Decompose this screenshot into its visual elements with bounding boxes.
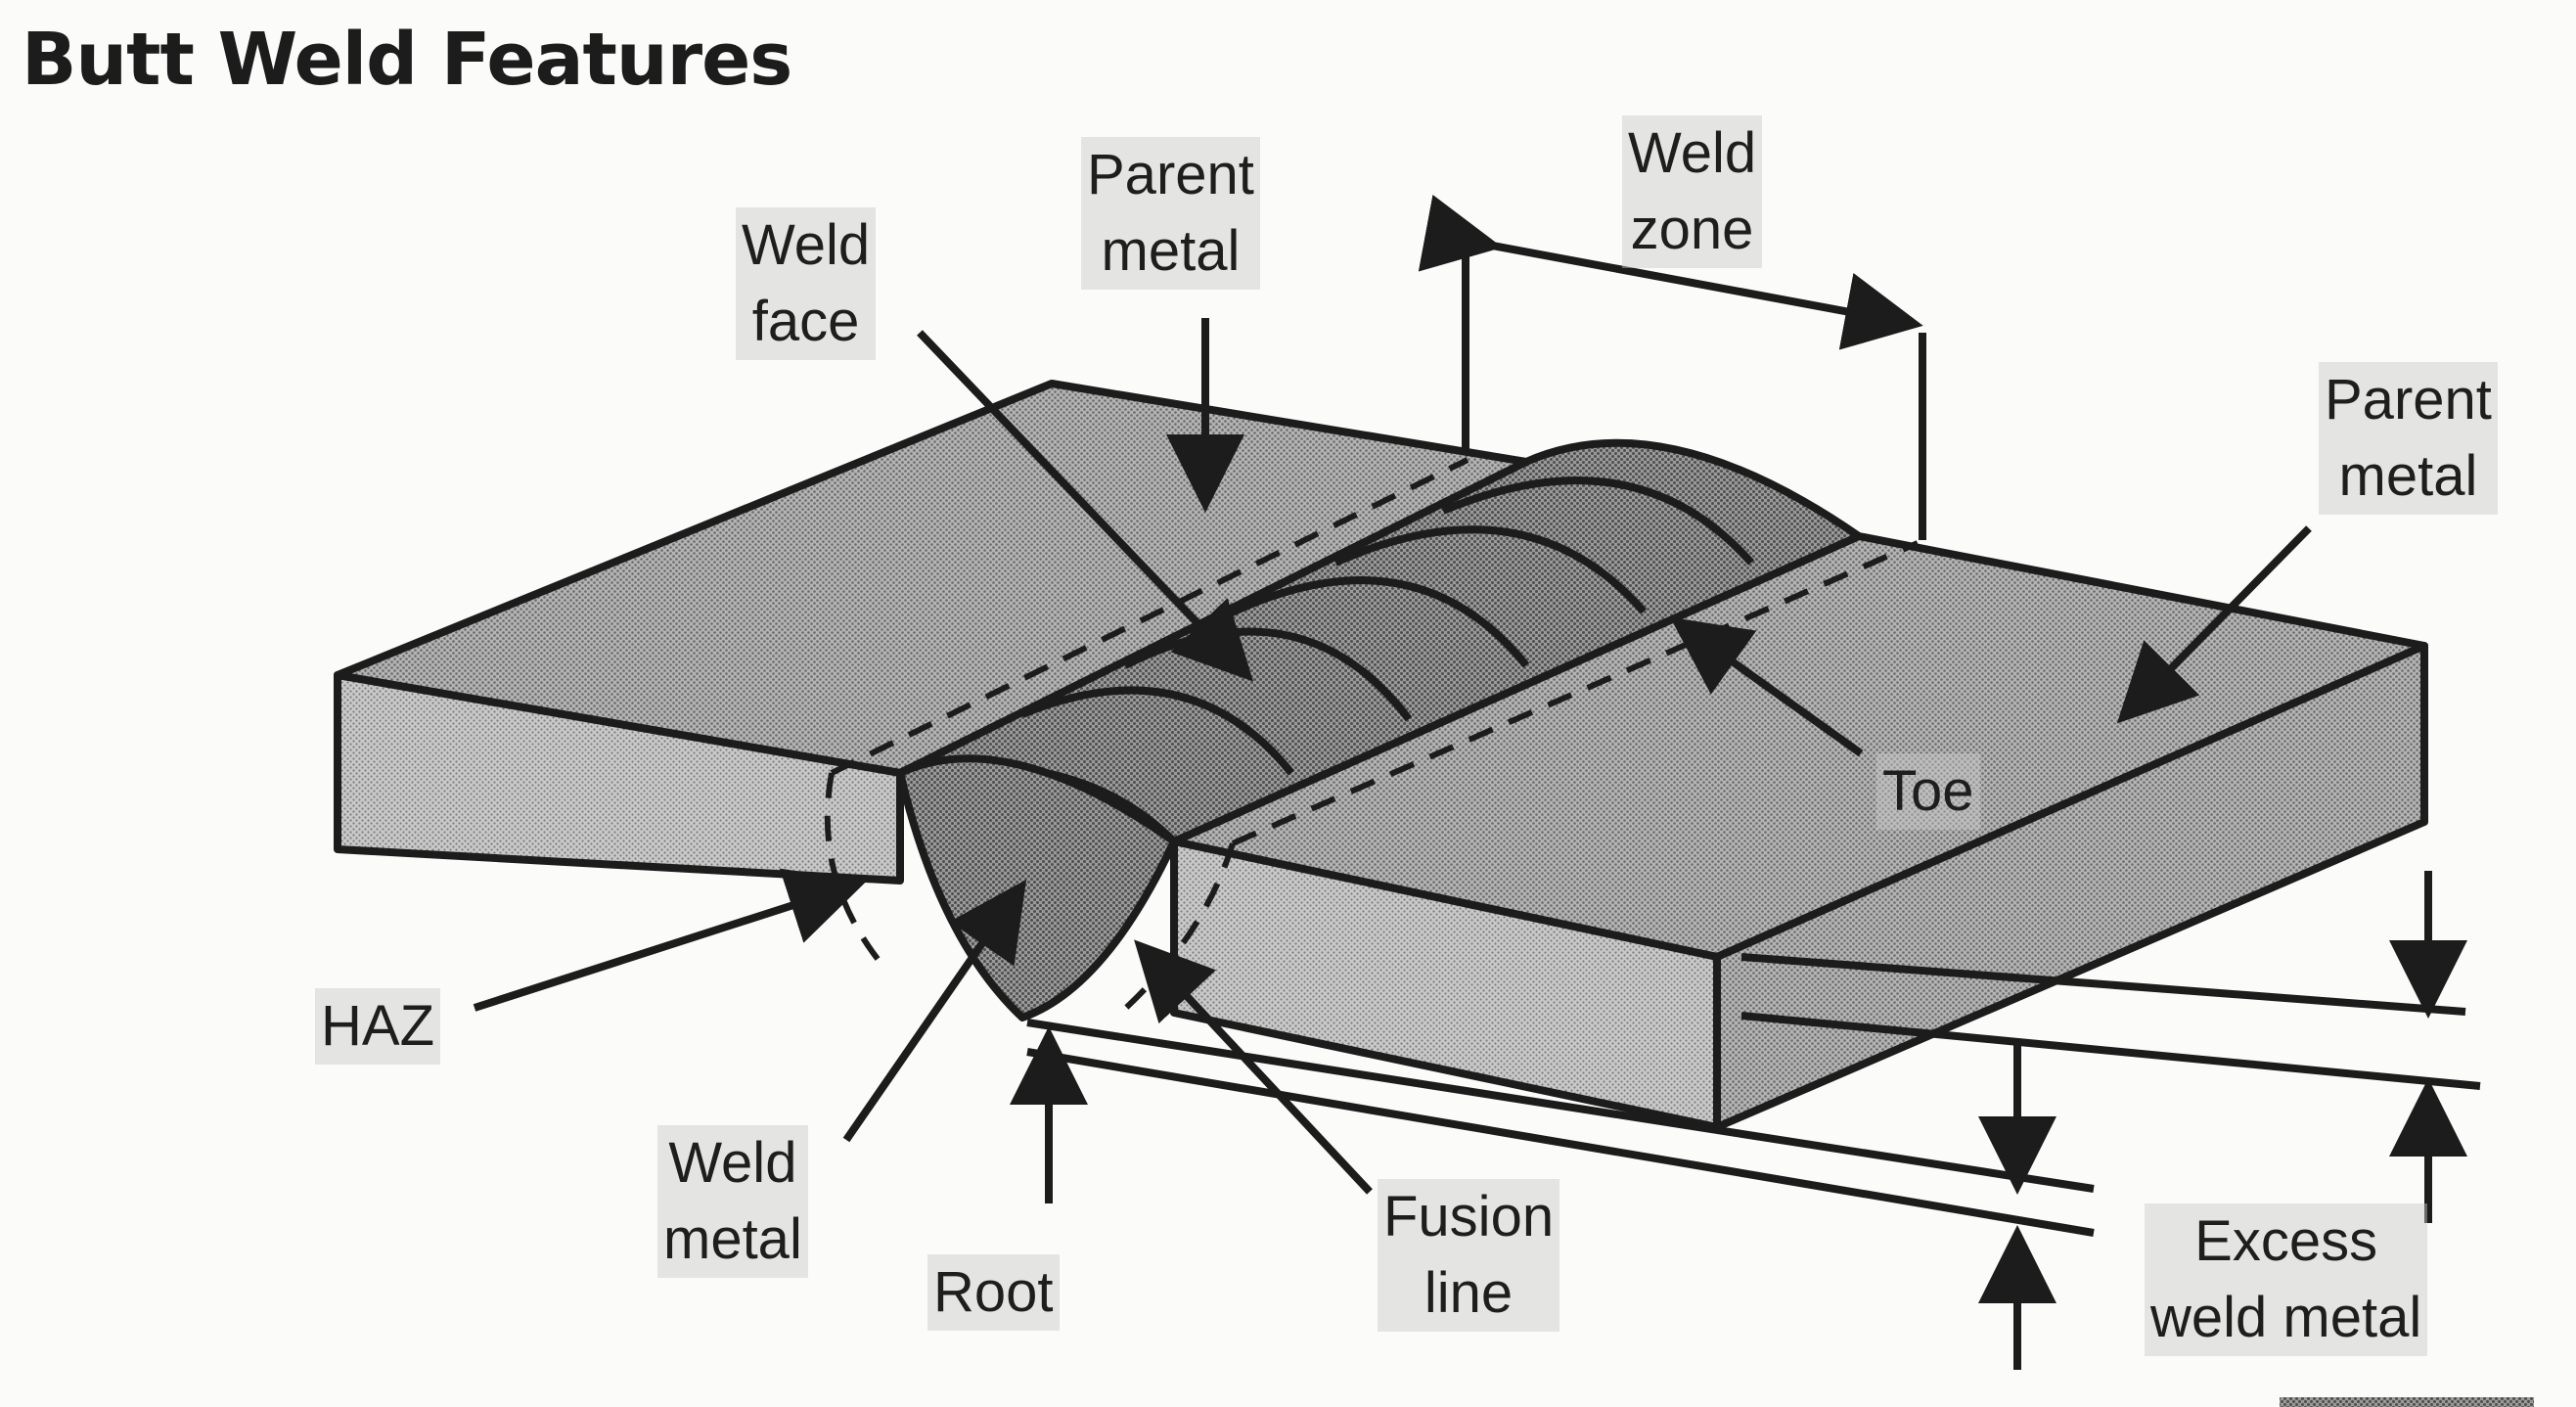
label-weld-face: Weld face bbox=[736, 207, 876, 360]
label-fusion-line-line-2: line bbox=[1383, 1255, 1554, 1332]
label-weld-metal: Weld metal bbox=[657, 1125, 808, 1278]
label-parent-metal-top-line-2: metal bbox=[1087, 213, 1254, 290]
label-root-text: Root bbox=[933, 1254, 1054, 1331]
label-weld-metal-line-1: Weld bbox=[663, 1125, 802, 1202]
weld-metal-leader bbox=[846, 892, 1017, 1140]
label-haz: HAZ bbox=[315, 988, 440, 1065]
label-weld-face-line-2: face bbox=[742, 284, 870, 360]
page-title: Butt Weld Features bbox=[22, 18, 791, 102]
label-weld-face-line-1: Weld bbox=[742, 207, 870, 284]
label-parent-metal-top-line-1: Parent bbox=[1087, 137, 1254, 213]
label-toe: Toe bbox=[1876, 753, 1980, 830]
label-toe-text: Toe bbox=[1882, 753, 1974, 830]
label-weld-zone-line-1: Weld bbox=[1628, 115, 1756, 192]
label-excess-weld-metal: Excess weld metal bbox=[2145, 1203, 2427, 1356]
corner-mark bbox=[2280, 1397, 2534, 1407]
label-parent-metal-right-line-2: metal bbox=[2325, 438, 2492, 515]
label-haz-text: HAZ bbox=[321, 988, 434, 1065]
label-excess-weld-metal-line-1: Excess bbox=[2150, 1203, 2421, 1280]
label-fusion-line-line-1: Fusion bbox=[1383, 1179, 1554, 1255]
haz-leader bbox=[475, 886, 851, 1008]
label-parent-metal-right: Parent metal bbox=[2319, 362, 2498, 515]
label-parent-metal-top: Parent metal bbox=[1081, 137, 1260, 290]
label-weld-zone: Weld zone bbox=[1622, 115, 1762, 268]
label-weld-metal-line-2: metal bbox=[663, 1202, 802, 1278]
label-weld-zone-line-2: zone bbox=[1628, 192, 1756, 268]
label-fusion-line: Fusion line bbox=[1378, 1179, 1559, 1332]
label-root: Root bbox=[927, 1254, 1060, 1331]
label-excess-weld-metal-line-2: weld metal bbox=[2150, 1280, 2421, 1356]
label-parent-metal-right-line-1: Parent bbox=[2325, 362, 2492, 438]
